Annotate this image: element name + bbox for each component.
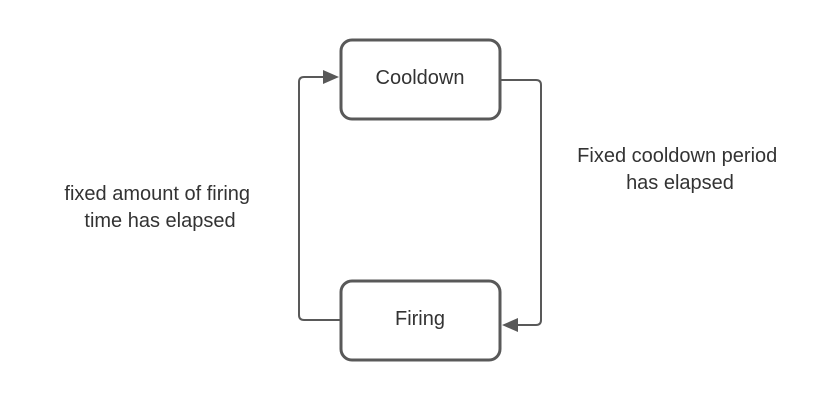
transition-firing-to-cooldown <box>298 70 341 321</box>
edge-label-cooldown-to-firing-line2: has elapsed <box>626 172 734 194</box>
edge-label-firing-to-cooldown-line2: time has elapsed <box>84 210 235 232</box>
transition-cooldown-to-firing <box>500 79 542 332</box>
state-cooldown-label: Cooldown <box>376 67 465 89</box>
edge-label-firing-to-cooldown-line1: fixed amount of firing <box>64 183 250 205</box>
connector-cooldown-to-firing <box>500 79 542 326</box>
connector-firing-to-cooldown <box>298 76 341 321</box>
state-cooldown: Cooldown <box>339 38 502 121</box>
arrowhead-into-firing <box>502 318 518 332</box>
arrowhead-into-cooldown <box>323 70 339 84</box>
edge-label-firing-to-cooldown: fixed amount of firing time has elapsed <box>64 183 255 232</box>
edge-label-cooldown-to-firing: Fixed cooldown period has elapsed <box>577 145 783 194</box>
edge-label-cooldown-to-firing-line1: Fixed cooldown period <box>577 145 777 167</box>
state-firing: Firing <box>339 279 502 362</box>
state-firing-label: Firing <box>395 308 445 330</box>
